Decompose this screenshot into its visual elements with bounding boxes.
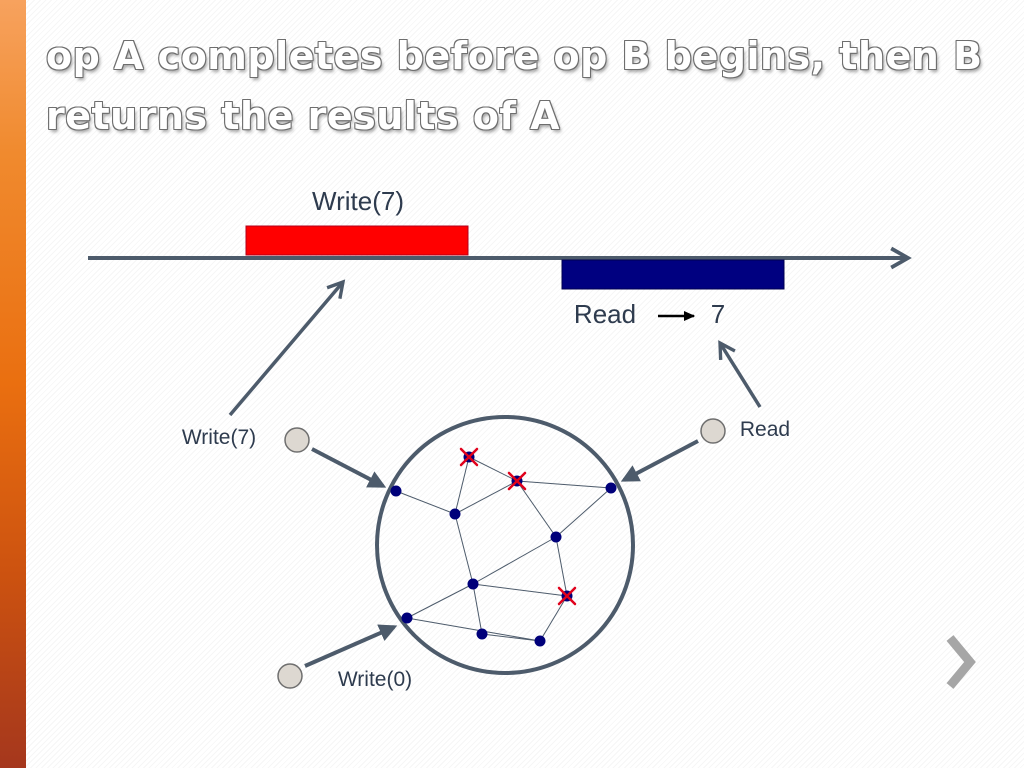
read-operation-label: Read <box>574 299 636 329</box>
network-link <box>468 456 518 482</box>
clients: Write(7) Read Write(0) <box>182 418 790 691</box>
client-write0-label: Write(0) <box>338 668 412 691</box>
network-link <box>406 583 474 619</box>
network-link <box>406 617 541 642</box>
replica-node <box>534 635 546 647</box>
network-link <box>472 536 557 585</box>
failed-node-x-icon <box>507 471 527 491</box>
client-write7-request-arrow <box>311 447 387 488</box>
write-to-timeline-arrow <box>228 279 346 417</box>
failed-node-x-icon <box>557 586 577 606</box>
network-link <box>539 595 568 642</box>
replica-node <box>467 578 479 590</box>
client-node-read <box>700 418 726 444</box>
write-operation-bar <box>245 225 469 256</box>
replica-node <box>390 485 402 497</box>
network-link <box>472 583 568 597</box>
network-link <box>454 480 518 515</box>
replica-node <box>401 612 413 624</box>
write-operation-label: Write(7) <box>312 186 404 216</box>
read-result-value: 7 <box>711 299 725 329</box>
accent-side-bar <box>0 0 26 768</box>
timeline: Write(7) Read 7 <box>88 186 912 329</box>
network-link <box>516 480 612 489</box>
network-link <box>516 480 557 538</box>
replica-network <box>375 415 635 675</box>
client-read-label: Read <box>740 418 790 441</box>
network-links <box>395 456 612 642</box>
network-nodes <box>390 451 617 647</box>
network-link <box>454 513 474 585</box>
client-read-request-arrow <box>620 439 699 482</box>
replica-node <box>476 628 488 640</box>
network-link <box>555 536 568 597</box>
client-write0-request-arrow <box>304 624 398 668</box>
network-link <box>395 490 456 515</box>
network-link <box>555 487 612 538</box>
slide-title: op A completes before op B begins, then … <box>46 34 983 138</box>
read-to-timeline-arrow <box>718 340 762 408</box>
network-link <box>481 633 541 642</box>
network-boundary <box>375 415 635 675</box>
client-node-write7 <box>284 427 310 453</box>
failed-node-markers <box>459 447 577 606</box>
network-link <box>454 456 470 515</box>
network-link <box>472 583 483 635</box>
chevron-right-icon[interactable] <box>944 632 980 692</box>
failed-node-x-icon <box>459 447 479 467</box>
replica-node <box>550 531 562 543</box>
client-node-write0 <box>277 663 303 689</box>
read-operation-bar <box>561 259 785 290</box>
replica-node <box>449 508 461 520</box>
replica-node <box>605 482 617 494</box>
client-write7-label: Write(7) <box>182 426 256 449</box>
